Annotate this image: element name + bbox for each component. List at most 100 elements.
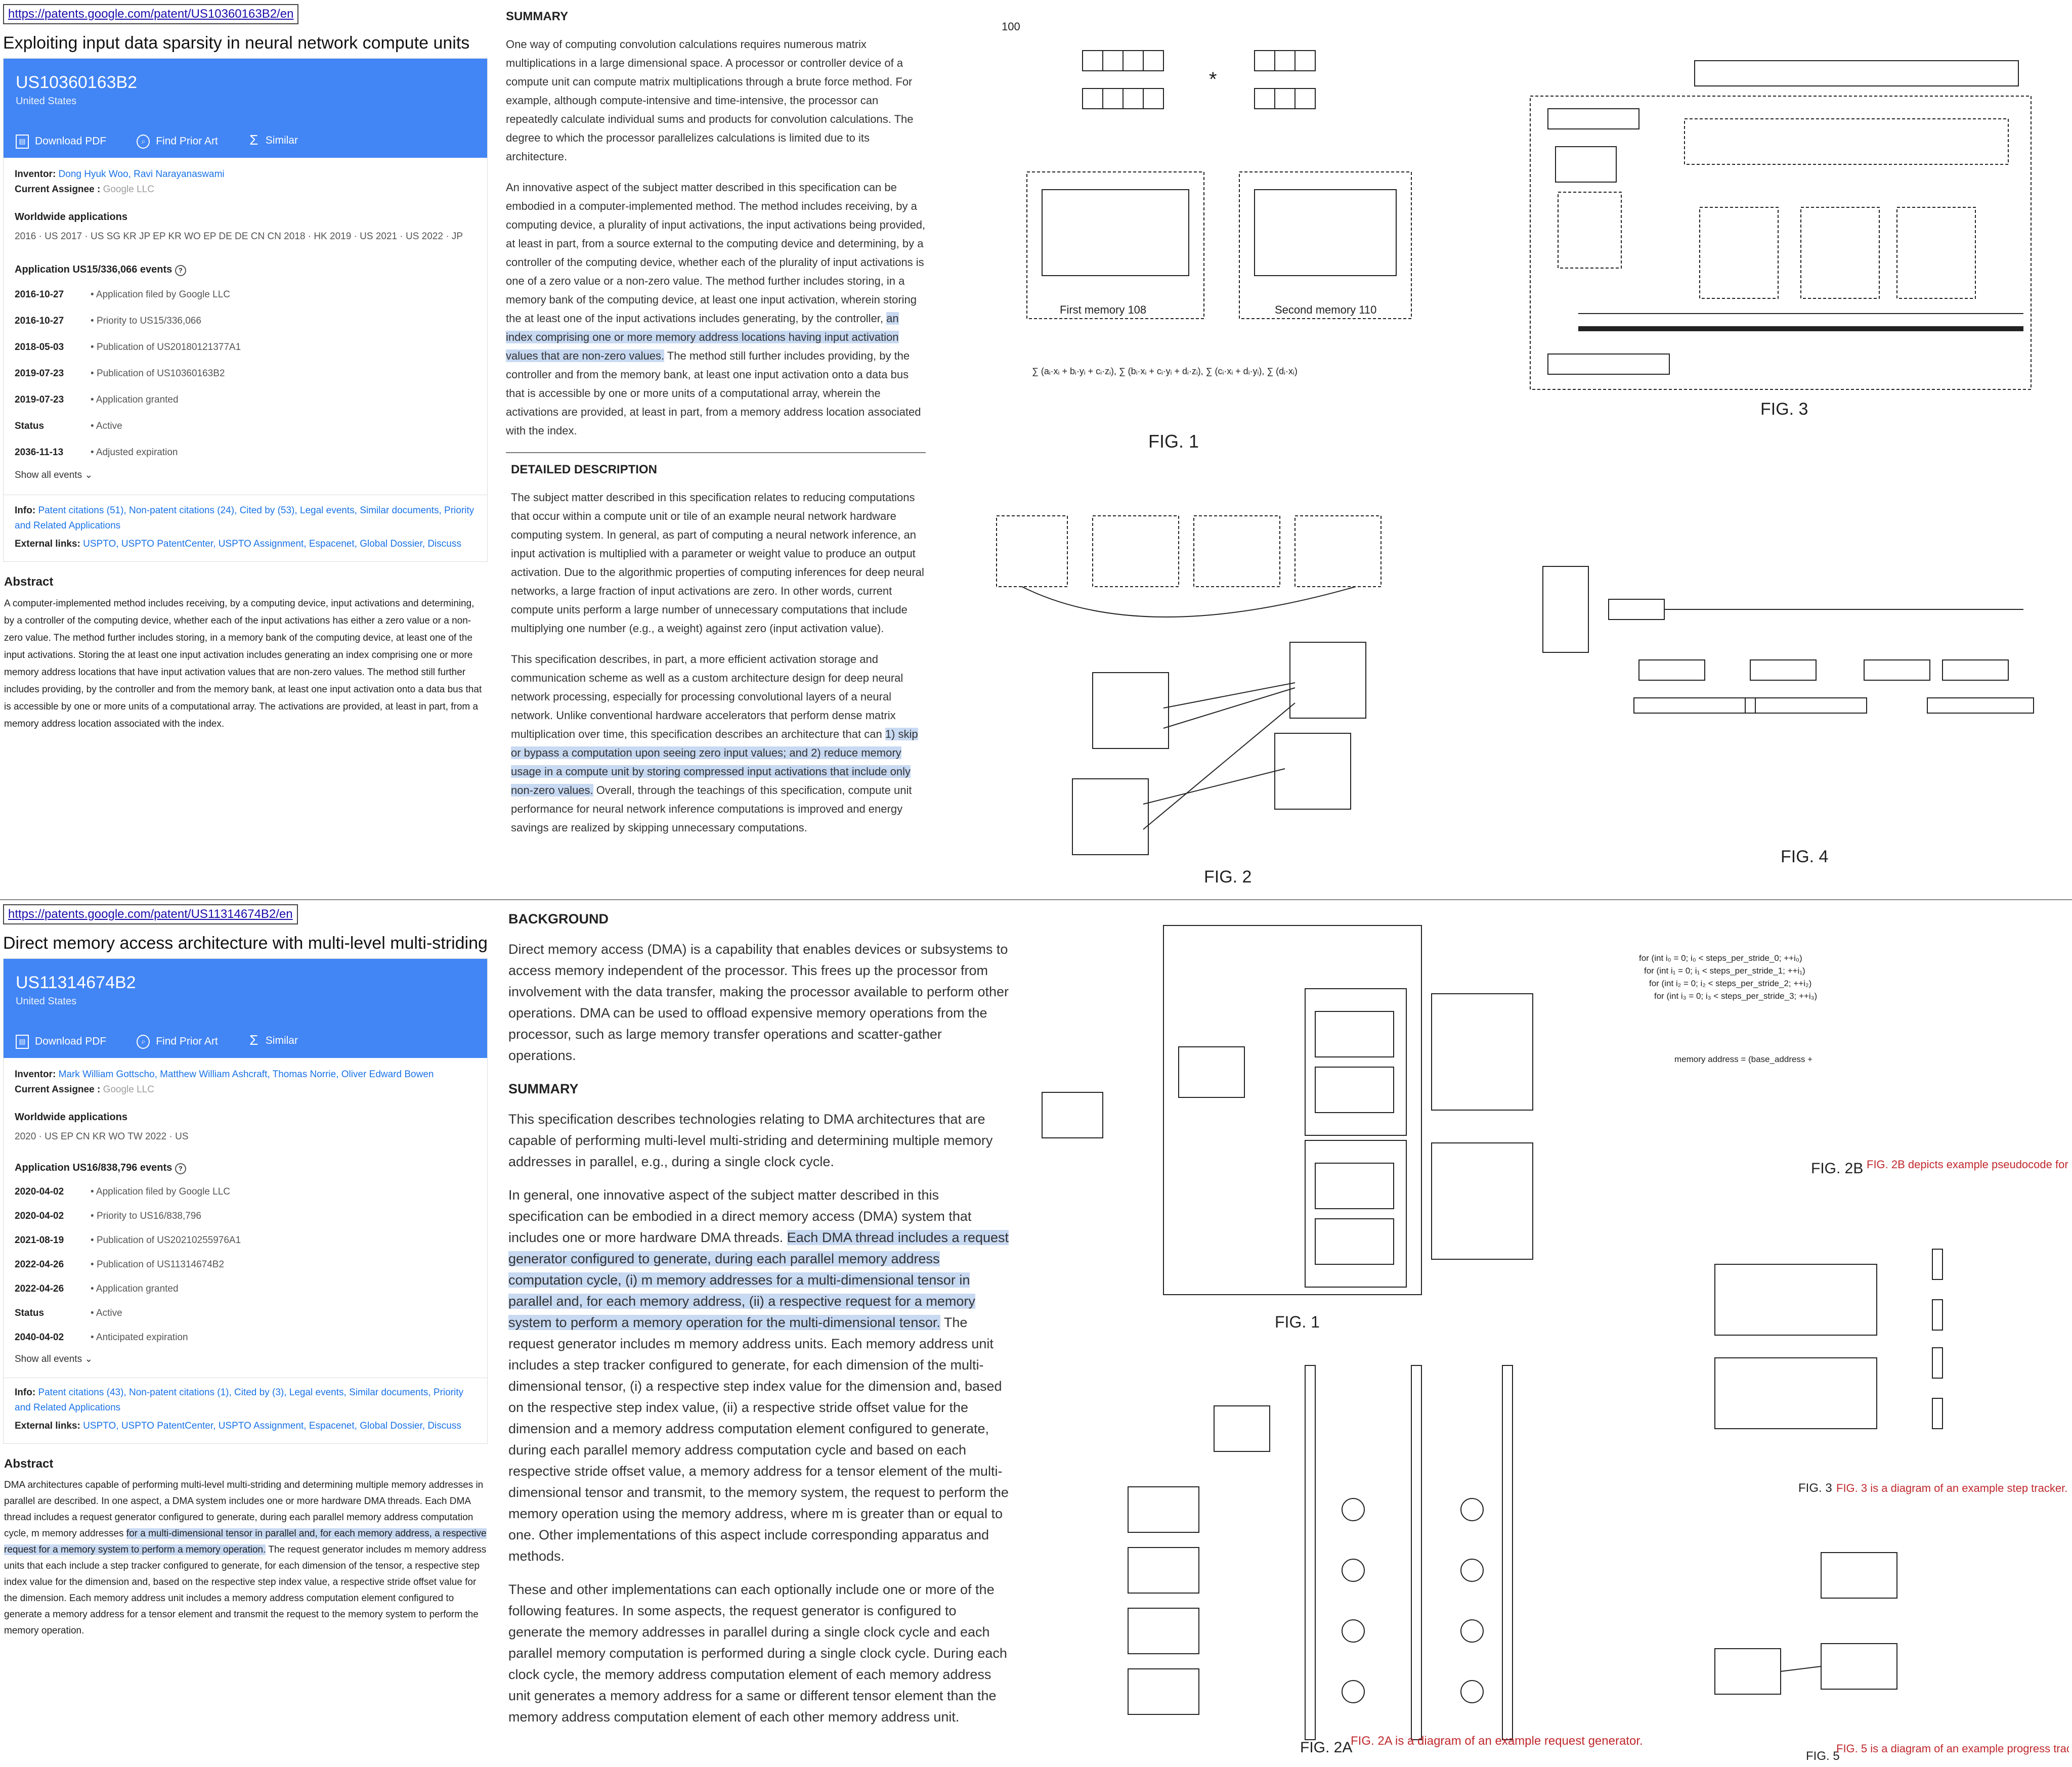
event-row: 2016-10-27• Priority to US15/336,066 — [15, 316, 201, 327]
worldwide-list[interactable]: 2016 · US 2017 · US SG KR JP EP KR WO EP… — [15, 231, 463, 242]
summary-paragraph: An innovative aspect of the subject matt… — [506, 181, 926, 437]
assignee: Google LLC — [103, 184, 154, 195]
patent1-header: US10360163B2 United States ▤Download PDF… — [4, 59, 487, 158]
patent1-card: US10360163B2 United States ▤Download PDF… — [3, 58, 488, 562]
summary-heading: SUMMARY — [508, 1081, 579, 1096]
fig1-caption: FIG. 1 — [1275, 1313, 1320, 1331]
worldwide-list[interactable]: 2020 · US EP CN KR WO TW 2022 · US — [15, 1131, 189, 1142]
external-links[interactable]: USPTO, USPTO PatentCenter, USPTO Assignm… — [83, 539, 461, 550]
fig2b-caption: FIG. 2B — [1811, 1160, 1863, 1177]
detailed-paragraph: The subject matter described in this spe… — [511, 491, 924, 635]
fig4-caption: FIG. 4 — [1781, 847, 1828, 866]
fig2-caption: FIG. 2 — [1204, 867, 1251, 887]
patent2-summary: BACKGROUND Direct memory access (DMA) is… — [508, 901, 1009, 1766]
abstract-text: DMA architectures capable of performing … — [4, 1479, 487, 1636]
patent2-number: US11314674B2 — [16, 973, 136, 992]
download-pdf-button[interactable]: ▤Download PDF — [16, 135, 106, 149]
fig1-drawing: 100 * First memory 108 Second memory 110… — [1002, 20, 1412, 452]
event-row: 2040-04-02• Anticipated expiration — [15, 1332, 188, 1343]
svg-text:for (int i₂ = 0; i₂ < steps_pe: for (int i₂ = 0; i₂ < steps_per_stride_2… — [1649, 979, 1811, 988]
summary-paragraph: In general, one innovative aspect of the… — [508, 1187, 1009, 1564]
help-icon[interactable]: ? — [175, 1163, 186, 1175]
detailed-paragraph: This specification describes, in part, a… — [511, 653, 918, 834]
event-row: 2020-04-02• Priority to US16/838,796 — [15, 1211, 201, 1222]
search-icon: ⌕ — [137, 135, 150, 149]
patent1-panel: https://patents.google.com/patent/US1036… — [0, 0, 491, 900]
fig2b-description: FIG. 2B depicts example pseudocode for d… — [1867, 1158, 2069, 1171]
patent1-number: US10360163B2 — [16, 73, 138, 92]
fig2a-description: FIG. 2A is a diagram of an example reque… — [1351, 1734, 1643, 1748]
fig2a-drawing: FIG. 2A FIG. 2A is a diagram of an examp… — [1128, 1365, 1643, 1756]
fig1-caption: FIG. 1 — [1148, 431, 1199, 452]
info-links[interactable]: Patent citations (43), Non-patent citati… — [15, 1387, 464, 1413]
abstract-heading: Abstract — [4, 1456, 54, 1471]
events-label: Application US16/838,796 events — [15, 1162, 172, 1174]
fig2b-drawing: for (int i₀ = 0; i₀ < steps_per_stride_0… — [1639, 953, 2069, 1177]
show-all-events-link[interactable]: Show all events ⌄ — [15, 1354, 93, 1365]
worldwide-label: Worldwide applications — [15, 211, 127, 223]
external-links[interactable]: USPTO, USPTO PatentCenter, USPTO Assignm… — [83, 1421, 461, 1432]
summary-paragraph: This specification describes technologie… — [508, 1112, 993, 1169]
fig1-drawing: FIG. 1 — [1042, 925, 1533, 1331]
background-paragraph: Direct memory access (DMA) is a capabili… — [508, 942, 1009, 1063]
patent2-country: United States — [16, 996, 77, 1007]
event-row: 2020-04-02• Application filed by Google … — [15, 1186, 230, 1198]
pdf-icon: ▤ — [16, 135, 29, 149]
svg-text:memory address = (base_address: memory address = (base_address + — [1674, 1054, 1812, 1064]
event-row: 2021-08-19• Publication of US20210255976… — [15, 1235, 241, 1246]
svg-text:First memory 108: First memory 108 — [1060, 303, 1146, 316]
event-row: 2019-07-23• Publication of US10360163B2 — [15, 368, 225, 379]
patent2-figures: FIG. 1 FIG. 2A FIG. 2A is a diagram of a… — [1042, 925, 2069, 1763]
patent1-url[interactable]: https://patents.google.com/patent/US1036… — [3, 4, 299, 24]
patent1-figures: 100 * First memory 108 Second memory 110… — [996, 20, 2034, 887]
assignee: Google LLC — [103, 1084, 154, 1095]
events-label: Application US15/336,066 events — [15, 264, 172, 276]
download-pdf-button[interactable]: ▤Download PDF — [16, 1035, 106, 1049]
summary-paragraph: One way of computing convolution calcula… — [506, 38, 914, 163]
fig5-description: FIG. 5 is a diagram of an example progre… — [1836, 1742, 2069, 1755]
event-row: 2022-04-26• Publication of US11314674B2 — [15, 1259, 225, 1270]
summary-heading: SUMMARY — [506, 10, 569, 23]
event-row: 2016-10-27• Application filed by Google … — [15, 289, 230, 300]
fig2-drawing: FIG. 2 — [996, 515, 1382, 887]
svg-text:Second memory 110: Second memory 110 — [1275, 303, 1376, 316]
search-icon: ⌕ — [137, 1035, 150, 1049]
info-links[interactable]: Patent citations (51), Non-patent citati… — [15, 505, 474, 531]
event-row: 2036-11-13• Adjusted expiration — [15, 447, 178, 458]
worldwide-label: Worldwide applications — [15, 1111, 127, 1123]
fig3-description: FIG. 3 is a diagram of an example step t… — [1836, 1482, 2067, 1494]
sigma-icon: Σ — [249, 1032, 258, 1048]
show-all-events-link[interactable]: Show all events ⌄ — [15, 470, 93, 481]
patent2-title: Direct memory access architecture with m… — [3, 934, 488, 953]
sigma-icon: Σ — [249, 132, 258, 148]
find-prior-art-button[interactable]: ⌕Find Prior Art — [137, 135, 218, 149]
patent2-url[interactable]: https://patents.google.com/patent/US1131… — [3, 904, 298, 924]
patent1-summary: SUMMARY One way of computing convolution… — [506, 0, 926, 898]
help-icon[interactable]: ? — [175, 265, 186, 277]
abstract-text: A computer-implemented method includes r… — [4, 598, 482, 729]
find-prior-art-button[interactable]: ⌕Find Prior Art — [137, 1035, 218, 1049]
svg-text:*: * — [1209, 68, 1217, 91]
event-row: Status• Active — [15, 421, 122, 432]
inventor-links[interactable]: Mark William Gottscho, Matthew William A… — [58, 1069, 434, 1080]
pdf-icon: ▤ — [16, 1035, 29, 1049]
section-divider — [0, 899, 2072, 900]
svg-text:for (int i₃ = 0; i₃ < steps_pe: for (int i₃ = 0; i₃ < steps_per_stride_3… — [1654, 991, 1817, 1001]
patent2-header: US11314674B2 United States ▤Download PDF… — [4, 959, 487, 1058]
svg-text:∑ (aᵢ·xᵢ + bᵢ·yᵢ + cᵢ·zᵢ), ∑ (: ∑ (aᵢ·xᵢ + bᵢ·yᵢ + cᵢ·zᵢ), ∑ (bᵢ·xᵢ + cᵢ… — [1032, 366, 1298, 376]
event-row: 2022-04-26• Application granted — [15, 1284, 179, 1295]
inventor-links[interactable]: Dong Hyuk Woo, Ravi Narayanaswami — [58, 169, 225, 180]
patent2-card: US11314674B2 United States ▤Download PDF… — [3, 958, 488, 1444]
fig2a-caption: FIG. 2A — [1300, 1739, 1352, 1756]
fig3-caption: FIG. 3 — [1760, 400, 1808, 419]
event-row: 2018-05-03• Publication of US20180121377… — [15, 342, 241, 353]
svg-text:100: 100 — [1002, 20, 1020, 33]
svg-text:for (int i₀ = 0; i₀ < steps_pe: for (int i₀ = 0; i₀ < steps_per_stride_0… — [1639, 953, 1802, 963]
svg-text:for (int i₁ = 0; i₁ < steps_pe: for (int i₁ = 0; i₁ < steps_per_stride_1… — [1644, 966, 1805, 976]
background-heading: BACKGROUND — [508, 911, 609, 926]
summary-paragraph: These and other implementations can each… — [508, 1582, 1007, 1725]
fig5-caption: FIG. 5 — [1806, 1749, 1840, 1763]
event-row: 2019-07-23• Application granted — [15, 394, 179, 406]
